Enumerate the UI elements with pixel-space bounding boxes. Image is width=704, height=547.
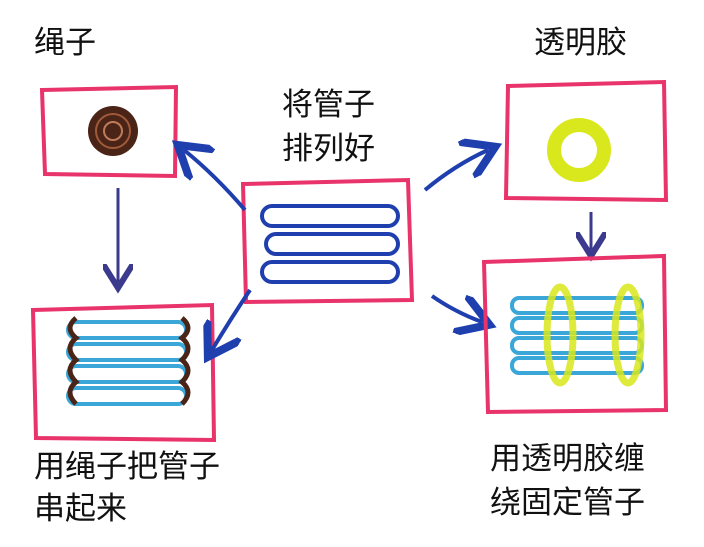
label-arrange-1: 将管子 <box>282 87 375 123</box>
label-rope: 绳子 <box>34 25 96 61</box>
label-thread-2: 串起来 <box>34 491 127 527</box>
wrapped-tubes-panel <box>481 253 669 415</box>
tape-panel <box>503 79 669 203</box>
label-thread-1: 用绳子把管子 <box>34 449 220 485</box>
rope-coil-icon <box>88 106 138 156</box>
rope-coils <box>67 316 191 406</box>
tape-roll-icon <box>547 118 611 182</box>
rope-panel <box>39 84 179 179</box>
label-wrap-2: 绕固定管子 <box>490 485 645 521</box>
label-tape: 透明胶 <box>534 25 627 61</box>
label-arrange-2: 排列好 <box>282 131 375 167</box>
arrow-to-rope <box>184 150 247 212</box>
arranged-tubes-panel <box>240 177 415 305</box>
label-wrap-1: 用透明胶缠 <box>490 441 645 477</box>
arrow-to-wrapped <box>430 294 482 322</box>
arrow-to-tape <box>423 150 488 192</box>
arrow-to-threaded <box>212 288 252 350</box>
threaded-tubes-panel <box>30 302 217 443</box>
